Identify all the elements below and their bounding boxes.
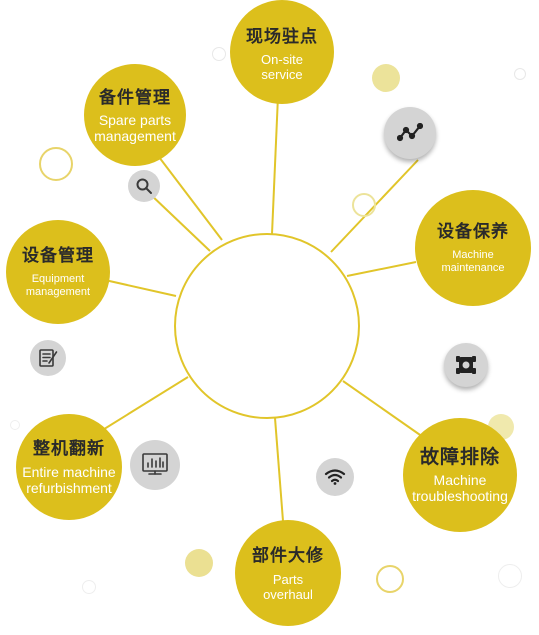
wifi-signal-icon <box>316 458 354 496</box>
monitor-chart-icon <box>130 440 180 490</box>
node-title-zh: 故障排除 <box>419 446 500 468</box>
node-title-zh: 设备保养 <box>437 222 509 242</box>
deco-circle <box>185 549 213 577</box>
node-title-en: troubleshooting <box>412 488 508 504</box>
node-title-en: overhaul <box>263 586 313 602</box>
node-machine-maintenance: 设备保养 Machine maintenance <box>415 190 531 306</box>
node-title-en: service <box>261 67 303 82</box>
deco-ring <box>376 565 404 593</box>
node-title-zh: 整机翻新 <box>33 439 105 459</box>
node-title-en: management <box>94 127 176 144</box>
connector-spare-a <box>158 156 223 241</box>
node-title-en: Machine <box>433 472 487 488</box>
connector-overhaul <box>274 417 284 522</box>
machine-chip-icon <box>444 343 488 387</box>
deco-ring <box>514 68 526 80</box>
search-icon <box>128 170 160 202</box>
node-title-en: refurbishment <box>26 480 112 496</box>
document-edit-icon <box>30 340 66 376</box>
node-refurbishment: 整机翻新 Entire machine refurbishment <box>16 414 122 520</box>
connector-troubleshoot <box>342 380 424 438</box>
node-title-en: Equipment <box>31 273 85 285</box>
node-title-zh: 现场驻点 <box>246 27 318 47</box>
deco-ring <box>82 580 96 594</box>
node-title-zh: 部件大修 <box>252 545 324 566</box>
connector-maintenance-b <box>346 261 417 277</box>
node-title-en: Machine <box>452 249 494 261</box>
deco-ring <box>498 564 522 588</box>
node-title-en: On-site <box>261 52 303 67</box>
node-title-en: management <box>25 286 91 298</box>
node-troubleshooting: 故障排除 Machine troubleshooting <box>403 418 517 532</box>
connector-spare-b <box>148 192 211 252</box>
node-title-en: Parts <box>272 571 304 587</box>
node-title-zh: 设备管理 <box>22 246 94 266</box>
node-onsite-service: 现场驻点 On-site service <box>230 0 334 104</box>
deco-ring <box>352 193 376 217</box>
deco-ring <box>10 420 20 430</box>
node-title-zh: 备件管理 <box>99 87 171 108</box>
deco-ring <box>39 147 73 181</box>
node-parts-overhaul: 部件大修 Parts overhaul <box>235 520 341 626</box>
connector-onsite <box>271 95 279 235</box>
node-equipment-management: 设备管理 Equipment management <box>6 220 110 324</box>
deco-circle <box>372 64 400 92</box>
connector-equipment <box>95 277 177 297</box>
node-spare-parts: 备件管理 Spare parts management <box>84 64 186 166</box>
connector-refurb <box>100 376 189 432</box>
node-title-en: Spare parts <box>98 111 172 128</box>
node-title-en: Entire machine <box>22 464 116 480</box>
trend-line-icon <box>384 107 436 159</box>
deco-ring <box>212 47 226 61</box>
node-title-en: maintenance <box>441 262 505 274</box>
central-hub <box>174 233 360 419</box>
